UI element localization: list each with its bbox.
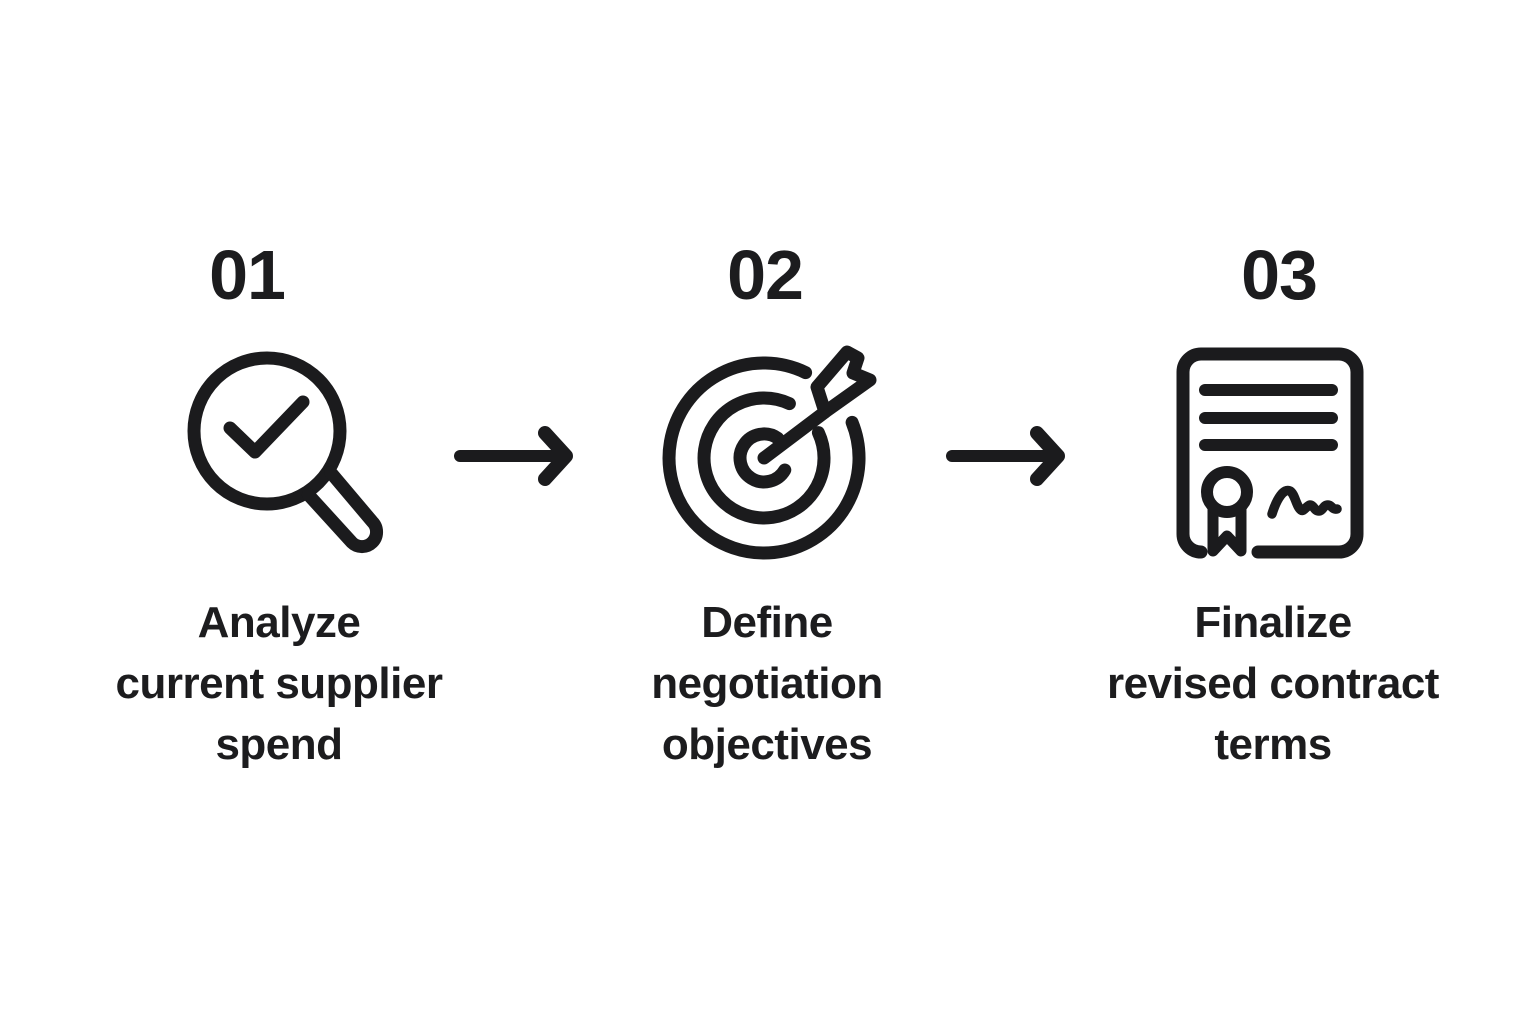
step-1-number: 01 [209, 236, 286, 314]
step-2-label: Define negotiation objectives [537, 592, 997, 775]
arrow-right-icon [454, 426, 573, 486]
step-3-label-line: Finalize [1194, 598, 1352, 647]
step-3-label-line: revised contract [1107, 659, 1439, 708]
step-1-label-line: Analyze [197, 598, 361, 647]
step-1-label-line: spend [215, 720, 343, 769]
contract-seal-icon [1176, 347, 1364, 559]
step-1-label-line: current supplier [115, 659, 443, 708]
magnifier-check-icon [187, 351, 384, 554]
step-3-label-line: terms [1214, 720, 1332, 769]
step-2-number: 02 [727, 236, 804, 314]
step-3-number: 03 [1241, 236, 1318, 314]
step-1-label: Analyze current supplier spend [49, 592, 509, 775]
target-dart-icon [662, 345, 877, 560]
step-2-label-line: objectives [661, 720, 873, 769]
arrow-right-icon [946, 426, 1065, 486]
step-3-label: Finalize revised contract terms [1043, 592, 1503, 775]
step-2-label-line: negotiation [651, 659, 883, 708]
step-2-label-line: Define [701, 598, 833, 647]
